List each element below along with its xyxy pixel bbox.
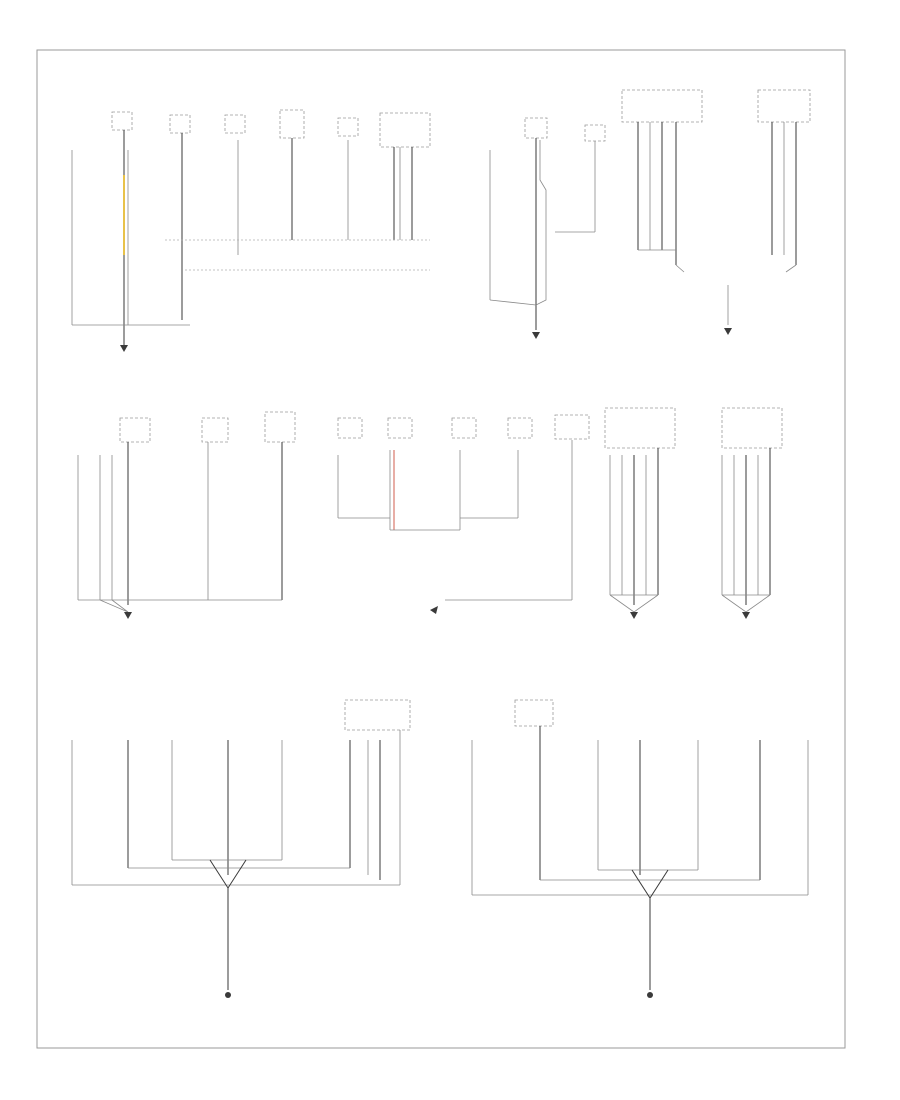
component-box <box>524 117 548 139</box>
component-box <box>554 414 590 440</box>
diagram-frame <box>36 49 846 1049</box>
ground-symbol <box>430 606 438 614</box>
section-upper-middle <box>489 117 606 339</box>
section-lower-left <box>71 699 411 998</box>
ground-symbol <box>532 332 540 339</box>
component-box <box>584 124 606 142</box>
component-box <box>264 411 296 443</box>
ground-symbol <box>647 992 653 998</box>
component-box <box>111 111 133 131</box>
component-box <box>224 114 246 134</box>
component-box <box>451 417 477 439</box>
section-middle-right-2 <box>721 407 783 619</box>
section-upper-left <box>71 109 431 352</box>
ground-symbol <box>124 612 132 619</box>
component-box <box>344 699 411 731</box>
section-middle-center <box>337 414 590 614</box>
component-box <box>604 407 676 449</box>
ground-symbol <box>630 612 638 619</box>
ground-symbol <box>225 992 231 998</box>
component-box <box>507 417 533 439</box>
component-box <box>379 112 431 148</box>
component-box <box>337 417 363 439</box>
component-box <box>279 109 305 139</box>
component-box <box>757 89 811 123</box>
component-box <box>169 114 191 134</box>
ground-symbol <box>742 612 750 619</box>
component-box <box>337 117 359 137</box>
component-box <box>721 407 783 449</box>
component-box <box>119 417 151 443</box>
section-lower-right <box>471 699 809 998</box>
component-box <box>514 699 554 727</box>
section-middle-left <box>77 411 296 619</box>
component-box <box>387 417 413 439</box>
section-middle-right-1 <box>604 407 676 619</box>
component-box <box>621 89 703 123</box>
ground-symbol <box>120 345 128 352</box>
ground-symbol <box>724 328 732 335</box>
section-upper-right <box>621 89 811 335</box>
component-box <box>201 417 229 443</box>
